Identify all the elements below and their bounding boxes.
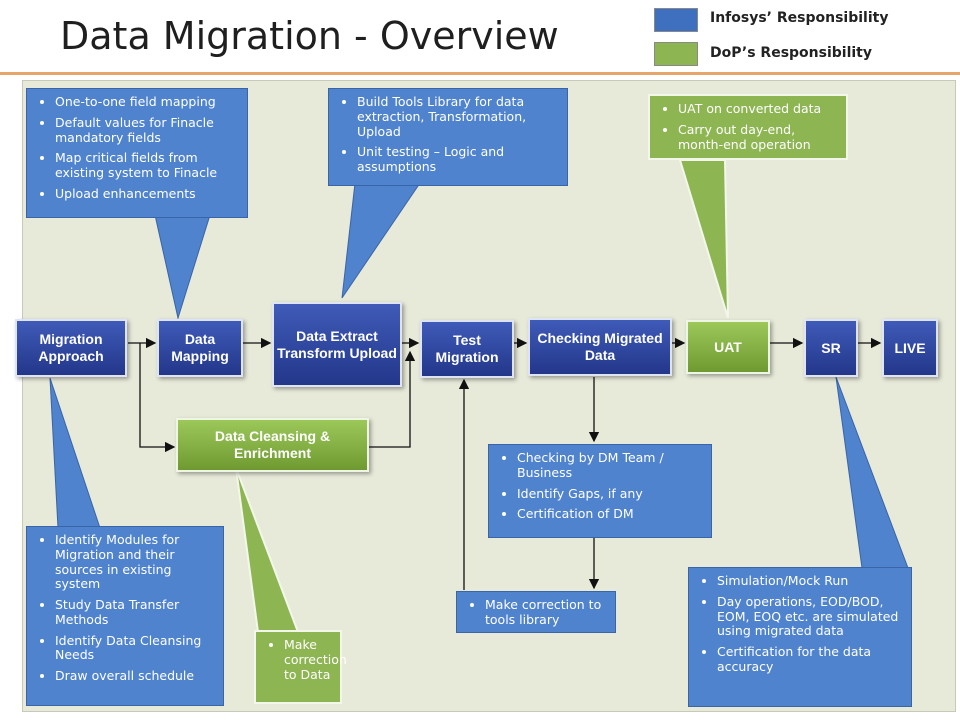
legend-swatch-dop — [654, 42, 698, 66]
callout-sr-item: Certification for the data accuracy — [717, 644, 905, 675]
callout-tools: Build Tools Library for data extraction,… — [328, 88, 568, 186]
step-uat: UAT — [686, 320, 770, 374]
pointer-sr — [835, 376, 909, 569]
callout-mapping-item: One-to-one field mapping — [55, 94, 241, 110]
page-title: Data Migration - Overview — [60, 14, 559, 58]
callout-sr: Simulation/Mock Run Day operations, EOD/… — [688, 567, 912, 707]
callout-correction: Make correction to tools library — [456, 591, 616, 633]
step-test-migration: Test Migration — [420, 320, 514, 378]
callout-cleansing: Make correction to Data — [254, 630, 347, 704]
legend-label-infosys: Infosys’ Responsibility — [710, 10, 889, 26]
arrow-cleansing-merge — [369, 350, 416, 448]
step-sr: SR — [804, 319, 858, 377]
callout-sr-item: Day operations, EOD/BOD, EOM, EOQ etc. a… — [717, 594, 905, 639]
callout-uat-item: Carry out day-end, month-end operation — [678, 122, 840, 153]
callout-approach: Identify Modules for Migration and their… — [26, 526, 224, 706]
step-live: LIVE — [882, 319, 938, 377]
callout-mapping-item: Upload enhancements — [55, 186, 241, 202]
arrow-branch-cleansing — [139, 343, 176, 453]
pointer-cleansing — [235, 467, 300, 633]
pointer-approach — [49, 377, 101, 529]
pointer-mapping — [154, 214, 211, 320]
callout-checking-item: Certification of DM — [517, 506, 705, 522]
callout-checking-item: Checking by DM Team / Business — [517, 450, 705, 481]
callout-approach-item: Identify Data Cleansing Needs — [55, 633, 217, 664]
callout-cleansing-item: Make correction to Data — [284, 637, 347, 682]
legend-label-dop: DoP’s Responsibility — [710, 45, 872, 61]
callout-correction-item: Make correction to tools library — [485, 597, 609, 628]
callout-tools-item: Unit testing – Logic and assumptions — [357, 144, 561, 175]
step-migration-approach: Migration Approach — [15, 319, 127, 377]
step-cleansing: Data Cleansing & Enrichment — [176, 418, 369, 472]
callout-uat-item: UAT on converted data — [678, 101, 840, 117]
callout-uat: UAT on converted data Carry out day-end,… — [648, 94, 848, 160]
pointer-uat — [678, 159, 729, 319]
callout-mapping-item: Map critical fields from existing system… — [55, 150, 241, 181]
step-data-extract: Data Extract Transform Upload — [272, 302, 402, 387]
callout-tools-item: Build Tools Library for data extraction,… — [357, 94, 561, 139]
callout-mapping-item: Default values for Finacle mandatory fie… — [55, 115, 241, 146]
callout-approach-item: Identify Modules for Migration and their… — [55, 532, 217, 592]
step-checking: Checking Migrated Data — [528, 318, 672, 376]
callout-checking: Checking by DM Team / Business Identify … — [488, 444, 712, 538]
callout-approach-item: Draw overall schedule — [55, 668, 217, 684]
title-divider — [0, 72, 960, 75]
callout-approach-item: Study Data Transfer Methods — [55, 597, 217, 628]
pointer-tools — [341, 182, 421, 299]
callout-mapping: One-to-one field mapping Default values … — [26, 88, 248, 218]
step-data-mapping: Data Mapping — [157, 319, 243, 377]
callout-checking-item: Identify Gaps, if any — [517, 486, 705, 502]
legend-swatch-infosys — [654, 8, 698, 32]
callout-sr-item: Simulation/Mock Run — [717, 573, 905, 589]
